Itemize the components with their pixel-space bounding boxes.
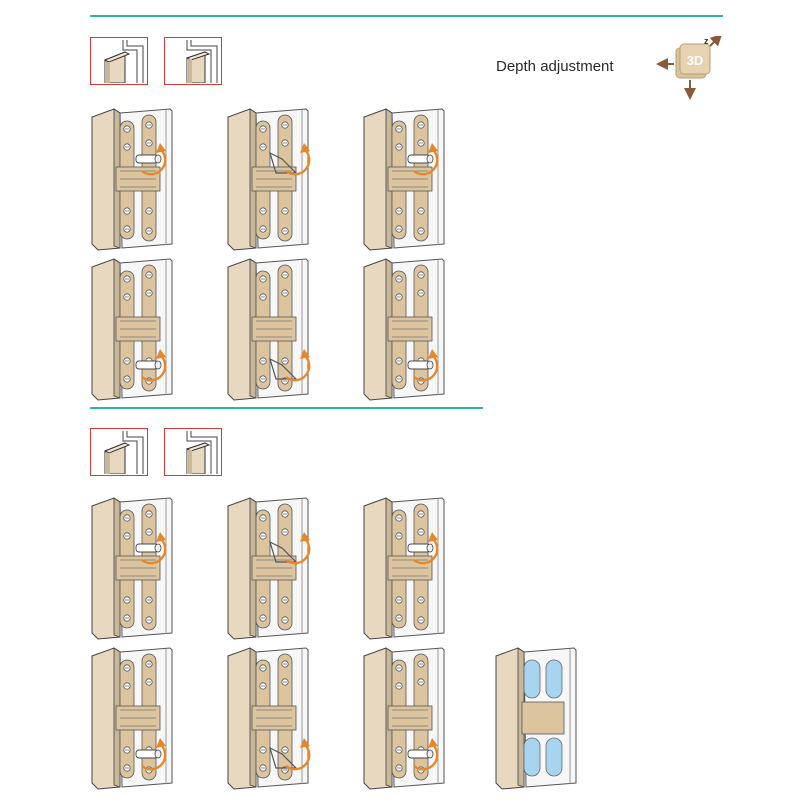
concealed-hinge-glass-figure bbox=[494, 646, 609, 791]
concealed-hinge-figure bbox=[90, 257, 205, 402]
door-frame-inset-thumbnail bbox=[164, 428, 222, 476]
door-frame-inset-thumbnail bbox=[164, 37, 222, 85]
concealed-hinge-figure bbox=[90, 646, 205, 791]
door-frame-flush-thumbnail bbox=[90, 428, 148, 476]
door-frame-flush-thumbnail bbox=[90, 37, 148, 85]
concealed-hinge-figure bbox=[90, 107, 205, 252]
concealed-hinge-figure bbox=[226, 107, 341, 252]
section-divider-top bbox=[90, 15, 723, 17]
concealed-hinge-figure bbox=[226, 646, 341, 791]
concealed-hinge-figure bbox=[362, 496, 477, 641]
concealed-hinge-figure bbox=[362, 646, 477, 791]
concealed-hinge-figure bbox=[226, 257, 341, 402]
z-axis-label: z bbox=[704, 36, 709, 46]
concealed-hinge-figure bbox=[226, 496, 341, 641]
concealed-hinge-figure bbox=[90, 496, 205, 641]
badge-3d-text: 3D bbox=[687, 53, 704, 68]
section-divider-middle bbox=[90, 407, 483, 409]
3d-adjustment-icon: 3D z bbox=[656, 33, 726, 100]
depth-adjustment-caption: Depth adjustment bbox=[496, 58, 614, 75]
concealed-hinge-figure bbox=[362, 257, 477, 402]
concealed-hinge-figure bbox=[362, 107, 477, 252]
